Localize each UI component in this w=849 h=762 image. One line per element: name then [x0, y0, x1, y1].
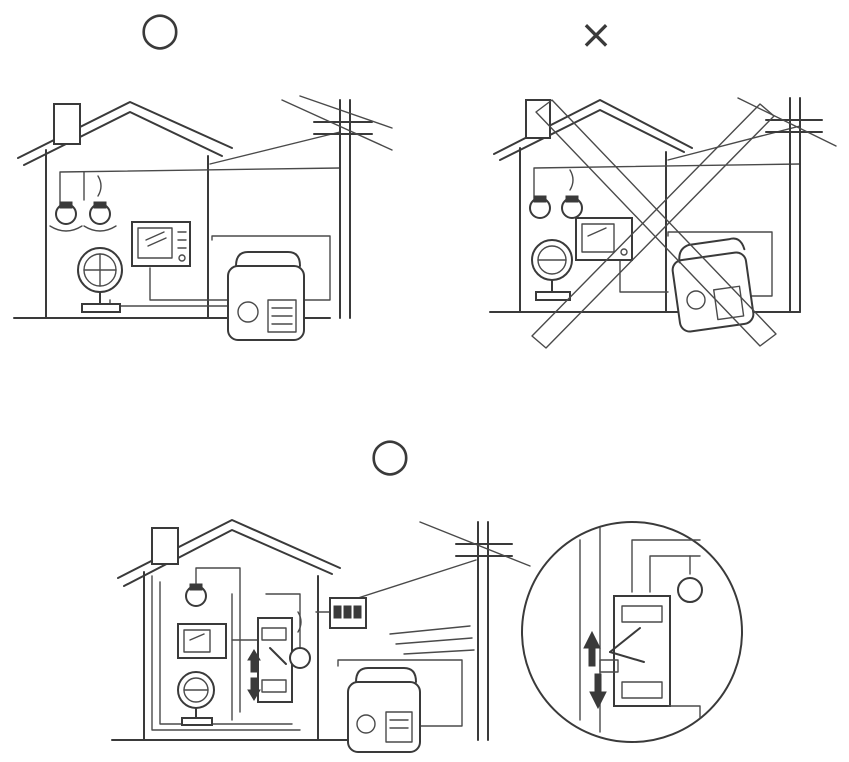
panel-bottom: ○	[111, 427, 743, 753]
generator-icon	[227, 251, 305, 341]
light-bulb-icon	[185, 583, 207, 607]
television-icon	[575, 217, 633, 261]
correct-mark-bottom: ○	[370, 427, 410, 481]
correct-mark-top-left: ○	[140, 1, 180, 55]
fan-icon	[77, 247, 123, 313]
arrow-down-icon	[589, 673, 607, 710]
utility-meter-icon	[289, 611, 311, 669]
arrow-down-icon	[247, 677, 261, 701]
transfer-switch-icon	[247, 617, 293, 703]
television-icon	[177, 623, 227, 659]
light-bulb-icon	[561, 169, 583, 219]
panel-top-right: ×	[489, 12, 837, 349]
light-bulb-icon	[49, 201, 83, 232]
utility-pole-icon	[737, 97, 837, 313]
utility-pole-icon	[419, 521, 531, 741]
light-bulb-icon	[529, 195, 551, 219]
cross-out-mark	[531, 99, 777, 349]
television-icon	[131, 221, 191, 267]
house-icon	[111, 519, 421, 741]
magnifier-detail-icon	[521, 521, 743, 743]
utility-pole-icon	[281, 95, 393, 319]
arrow-up-icon	[583, 630, 601, 667]
generator-icon	[671, 237, 755, 333]
breaker-panel-icon	[329, 597, 367, 629]
incorrect-mark-top-right: ×	[579, 12, 613, 58]
generator-icon	[347, 667, 421, 753]
fan-icon	[531, 239, 573, 301]
fan-icon	[177, 671, 215, 726]
arrow-up-icon	[247, 649, 261, 673]
panel-top-left: ○	[13, 1, 393, 341]
house-icon	[13, 101, 331, 319]
house-icon	[489, 99, 801, 313]
light-bulb-icon	[83, 175, 117, 232]
